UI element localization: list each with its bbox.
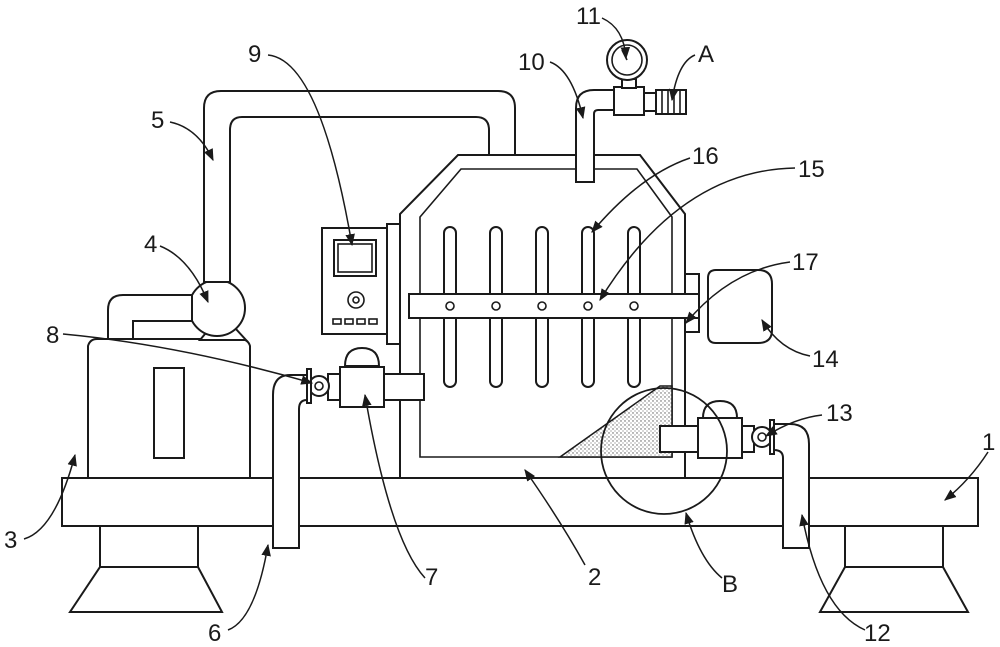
label-a: A [698,41,714,68]
label-b: B [722,571,738,598]
label-12: 12 [864,620,891,647]
base-foot-left [68,524,224,613]
inlet-valve [306,346,425,408]
inlet-pipe [272,374,308,549]
label-6: 6 [208,620,221,647]
sediment-ramp [557,385,673,458]
label-2: 2 [588,564,601,591]
label-9: 9 [248,41,261,68]
leader-lines [23,17,989,631]
label-15: 15 [798,156,825,183]
label-7: 7 [425,564,438,591]
label-8: 8 [46,322,59,349]
pump [107,279,249,341]
motor [707,269,773,344]
label-10: 10 [518,49,545,76]
detail-circle-b [600,387,728,515]
base-plate [61,477,979,527]
label-5: 5 [151,107,164,134]
label-3: 3 [4,527,17,554]
tank-window [153,367,185,459]
exhaust-pipe [575,78,687,183]
base-foot-right [818,524,970,613]
water-tank [87,338,251,479]
outlet-valve [659,399,775,459]
control-panel [321,227,388,335]
stirring-shaft [408,293,700,319]
label-13: 13 [826,400,853,427]
label-17: 17 [792,249,819,276]
label-1: 1 [982,429,995,456]
label-4: 4 [144,231,157,258]
label-16: 16 [692,143,719,170]
label-14: 14 [812,346,839,373]
label-11: 11 [576,3,601,30]
panel-screen [333,239,377,277]
pressure-gauge-icon [606,39,648,81]
part-labels: 1 2 3 4 5 6 7 8 9 10 11 12 13 14 15 16 1… [4,3,995,647]
